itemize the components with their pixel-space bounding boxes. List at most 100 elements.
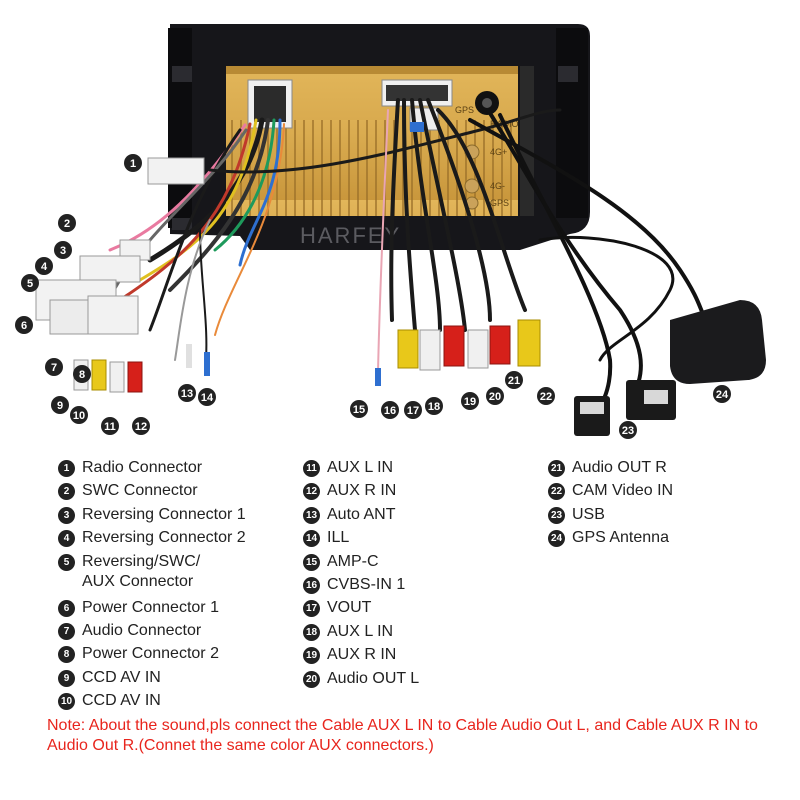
legend-number: 8 bbox=[58, 646, 75, 664]
legend-label: Reversing/SWC/ AUX Connector bbox=[82, 552, 201, 590]
legend-label: Audio Connector bbox=[82, 621, 202, 639]
legend-label: VOUT bbox=[327, 599, 372, 617]
legend-item: 4 Reversing Connector 2 bbox=[58, 528, 246, 551]
callout-badge-13 bbox=[178, 384, 196, 402]
callout-badge-3 bbox=[54, 241, 72, 259]
gps-port-label: GPS bbox=[490, 198, 509, 208]
legend-item: 2 SWC Connector bbox=[58, 481, 246, 504]
callout-badge-12 bbox=[132, 417, 150, 435]
legend-label: AUX R IN bbox=[327, 482, 397, 500]
legend-label: CCD AV IN bbox=[82, 668, 161, 686]
callout-number-3: 3 bbox=[60, 245, 66, 257]
4g-minus-port-label: 4G- bbox=[490, 181, 505, 191]
legend-item: 7 Audio Connector bbox=[58, 621, 246, 644]
4g-plus-port-label: 4G+ bbox=[490, 147, 507, 157]
head-unit: RADIO 4G+ 4G- GPS GPS HARFEY bbox=[168, 24, 590, 250]
legend-label: CAM Video IN bbox=[572, 482, 674, 500]
legend-label: CCD AV IN bbox=[82, 692, 161, 710]
callout-number-16: 16 bbox=[384, 405, 396, 417]
legend-label: Power Connector 1 bbox=[82, 598, 219, 616]
left-harness bbox=[35, 108, 562, 393]
legend-label: Audio OUT L bbox=[327, 669, 420, 687]
callout-badge-7 bbox=[45, 358, 63, 376]
legend-number: 7 bbox=[58, 622, 75, 640]
legend-label: CVBS-IN 1 bbox=[327, 575, 406, 593]
legend-item: 21 Audio OUT R bbox=[548, 458, 673, 481]
legend-label: Radio Connector bbox=[82, 459, 203, 476]
callout-number-20: 20 bbox=[489, 391, 501, 403]
legend-number: 19 bbox=[303, 647, 320, 665]
callout-badge-5 bbox=[21, 274, 39, 292]
legend-number: 12 bbox=[303, 483, 320, 501]
callout-number-23: 23 bbox=[622, 425, 634, 437]
callout-badge-16 bbox=[381, 401, 399, 419]
sound-connection-note: Note: About the sound,pls connect the Ca… bbox=[47, 717, 758, 754]
middle-harness bbox=[375, 98, 541, 386]
legend-number: 14 bbox=[303, 530, 320, 548]
legend-number: 13 bbox=[303, 506, 320, 524]
legend-number: 16 bbox=[303, 576, 320, 594]
callout-number-15: 15 bbox=[353, 404, 365, 416]
callout-badge-20 bbox=[486, 387, 504, 405]
callout-badge-19 bbox=[461, 392, 479, 410]
legend-number: 18 bbox=[303, 623, 320, 641]
legend-number: 5 bbox=[58, 553, 75, 571]
legend-item: 19 AUX R IN bbox=[303, 645, 419, 668]
legend-label: AMP-C bbox=[327, 552, 379, 570]
callout-badge-23 bbox=[619, 421, 637, 439]
legend-number: 2 bbox=[58, 483, 75, 501]
callout-number-1: 1 bbox=[130, 158, 136, 170]
legend-label: Reversing Connector 2 bbox=[82, 529, 246, 547]
callout-badge-18 bbox=[425, 397, 443, 415]
callout-number-10: 10 bbox=[73, 410, 85, 422]
callout-badge-11 bbox=[101, 417, 119, 435]
callout-number-22: 22 bbox=[540, 391, 552, 403]
legend-item: 23 USB bbox=[548, 505, 673, 528]
legend-number: 23 bbox=[548, 506, 565, 524]
gps-side-label: GPS bbox=[455, 105, 474, 115]
brand-watermark: HARFEY bbox=[300, 223, 401, 248]
legend-label: Auto ANT bbox=[327, 505, 396, 523]
legend-label: USB bbox=[572, 505, 605, 523]
callout-badge-9 bbox=[51, 396, 69, 414]
callout-badge-10 bbox=[70, 406, 88, 424]
legend-item: 8 Power Connector 2 bbox=[58, 644, 246, 667]
callout-badge-4 bbox=[35, 257, 53, 275]
callout-number-12: 12 bbox=[135, 421, 147, 433]
callout-number-7: 7 bbox=[51, 362, 57, 374]
callout-number-4: 4 bbox=[41, 261, 48, 273]
legend-number: 9 bbox=[58, 669, 75, 687]
callout-number-8: 8 bbox=[79, 369, 85, 381]
legend-label: SWC Connector bbox=[82, 482, 198, 500]
legend-item: 16 CVBS-IN 1 bbox=[303, 575, 419, 598]
legend-number: 4 bbox=[58, 530, 75, 548]
legend-label: AUX L IN bbox=[327, 459, 394, 476]
legend-item: 9 CCD AV IN bbox=[58, 668, 246, 691]
callout-badge-15 bbox=[350, 400, 368, 418]
legend-item: 13 Auto ANT bbox=[303, 505, 419, 528]
legend-label: GPS Antenna bbox=[572, 529, 669, 547]
legend-number: 21 bbox=[548, 460, 565, 477]
legend-label: Power Connector 2 bbox=[82, 645, 219, 663]
legend-label: Audio OUT R bbox=[572, 459, 667, 476]
callout-badge-21 bbox=[505, 371, 523, 389]
callout-number-21: 21 bbox=[508, 375, 520, 387]
callout-number-18: 18 bbox=[428, 401, 440, 413]
legend-item: 5 Reversing/SWC/ AUX Connector bbox=[58, 552, 246, 598]
legend-label: AUX R IN bbox=[327, 646, 397, 664]
callout-badge-14 bbox=[198, 388, 216, 406]
callout-number-6: 6 bbox=[21, 320, 27, 332]
callout-number-9: 9 bbox=[57, 400, 63, 412]
